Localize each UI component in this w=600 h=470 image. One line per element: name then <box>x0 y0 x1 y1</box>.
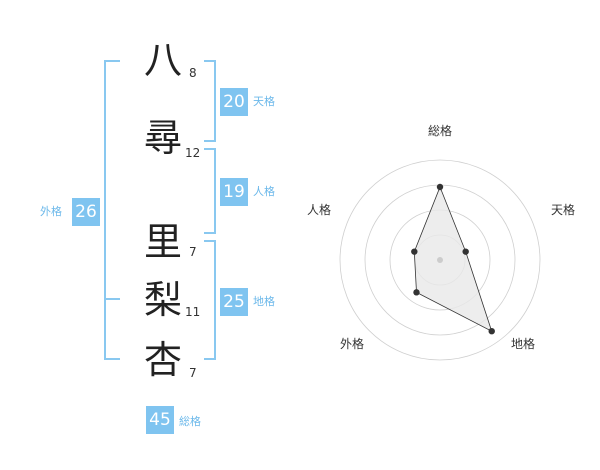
jinkaku-value: 19 <box>220 178 248 206</box>
radar-label-jinkaku: 人格 <box>307 203 332 217</box>
radar-point-4 <box>411 248 418 255</box>
tenkaku-bracket <box>204 60 216 142</box>
chikaku-label: 地格 <box>253 295 275 308</box>
radar-label-chikaku: 地格 <box>511 337 536 351</box>
tenkaku-value: 20 <box>220 88 248 116</box>
jinkaku-label: 人格 <box>253 185 275 198</box>
chikaku-bracket <box>204 240 216 360</box>
stroke-count-1: 8 <box>189 66 197 80</box>
gaikaku-label: 外格 <box>40 205 62 218</box>
radar-label-tenkaku: 天格 <box>551 203 576 217</box>
name-char-2: 尋 <box>143 116 182 160</box>
stroke-count-2: 12 <box>185 146 201 160</box>
soukaku-value: 45 <box>146 406 174 434</box>
radar-label-soukaku: 総格 <box>428 124 453 138</box>
radar-point-1 <box>462 248 469 255</box>
radar-chart <box>339 159 541 361</box>
stroke-count-5: 7 <box>189 366 197 380</box>
chikaku-value: 25 <box>220 288 248 316</box>
radar-center <box>437 257 443 263</box>
name-char-4: 梨 <box>143 278 182 322</box>
radar-area <box>413 185 493 333</box>
name-char-1: 八 <box>143 38 182 82</box>
gaikaku-bracket-split <box>104 298 120 300</box>
name-char-5: 杏 <box>143 338 182 382</box>
gaikaku-bracket <box>104 60 120 360</box>
stroke-count-3: 7 <box>189 245 197 259</box>
tenkaku-label: 天格 <box>253 95 275 108</box>
soukaku-label: 総格 <box>179 415 201 428</box>
radar-point-0 <box>436 183 444 191</box>
radar-points <box>411 183 495 335</box>
jinkaku-bracket <box>204 148 216 234</box>
radar-point-3 <box>413 289 420 296</box>
radar-label-gaikaku: 外格 <box>340 337 365 351</box>
name-char-3: 里 <box>143 220 182 264</box>
radar-ring-4 <box>339 159 541 361</box>
gaikaku-value: 26 <box>72 198 100 226</box>
stroke-count-4: 11 <box>185 305 201 319</box>
radar-point-2 <box>488 327 495 335</box>
